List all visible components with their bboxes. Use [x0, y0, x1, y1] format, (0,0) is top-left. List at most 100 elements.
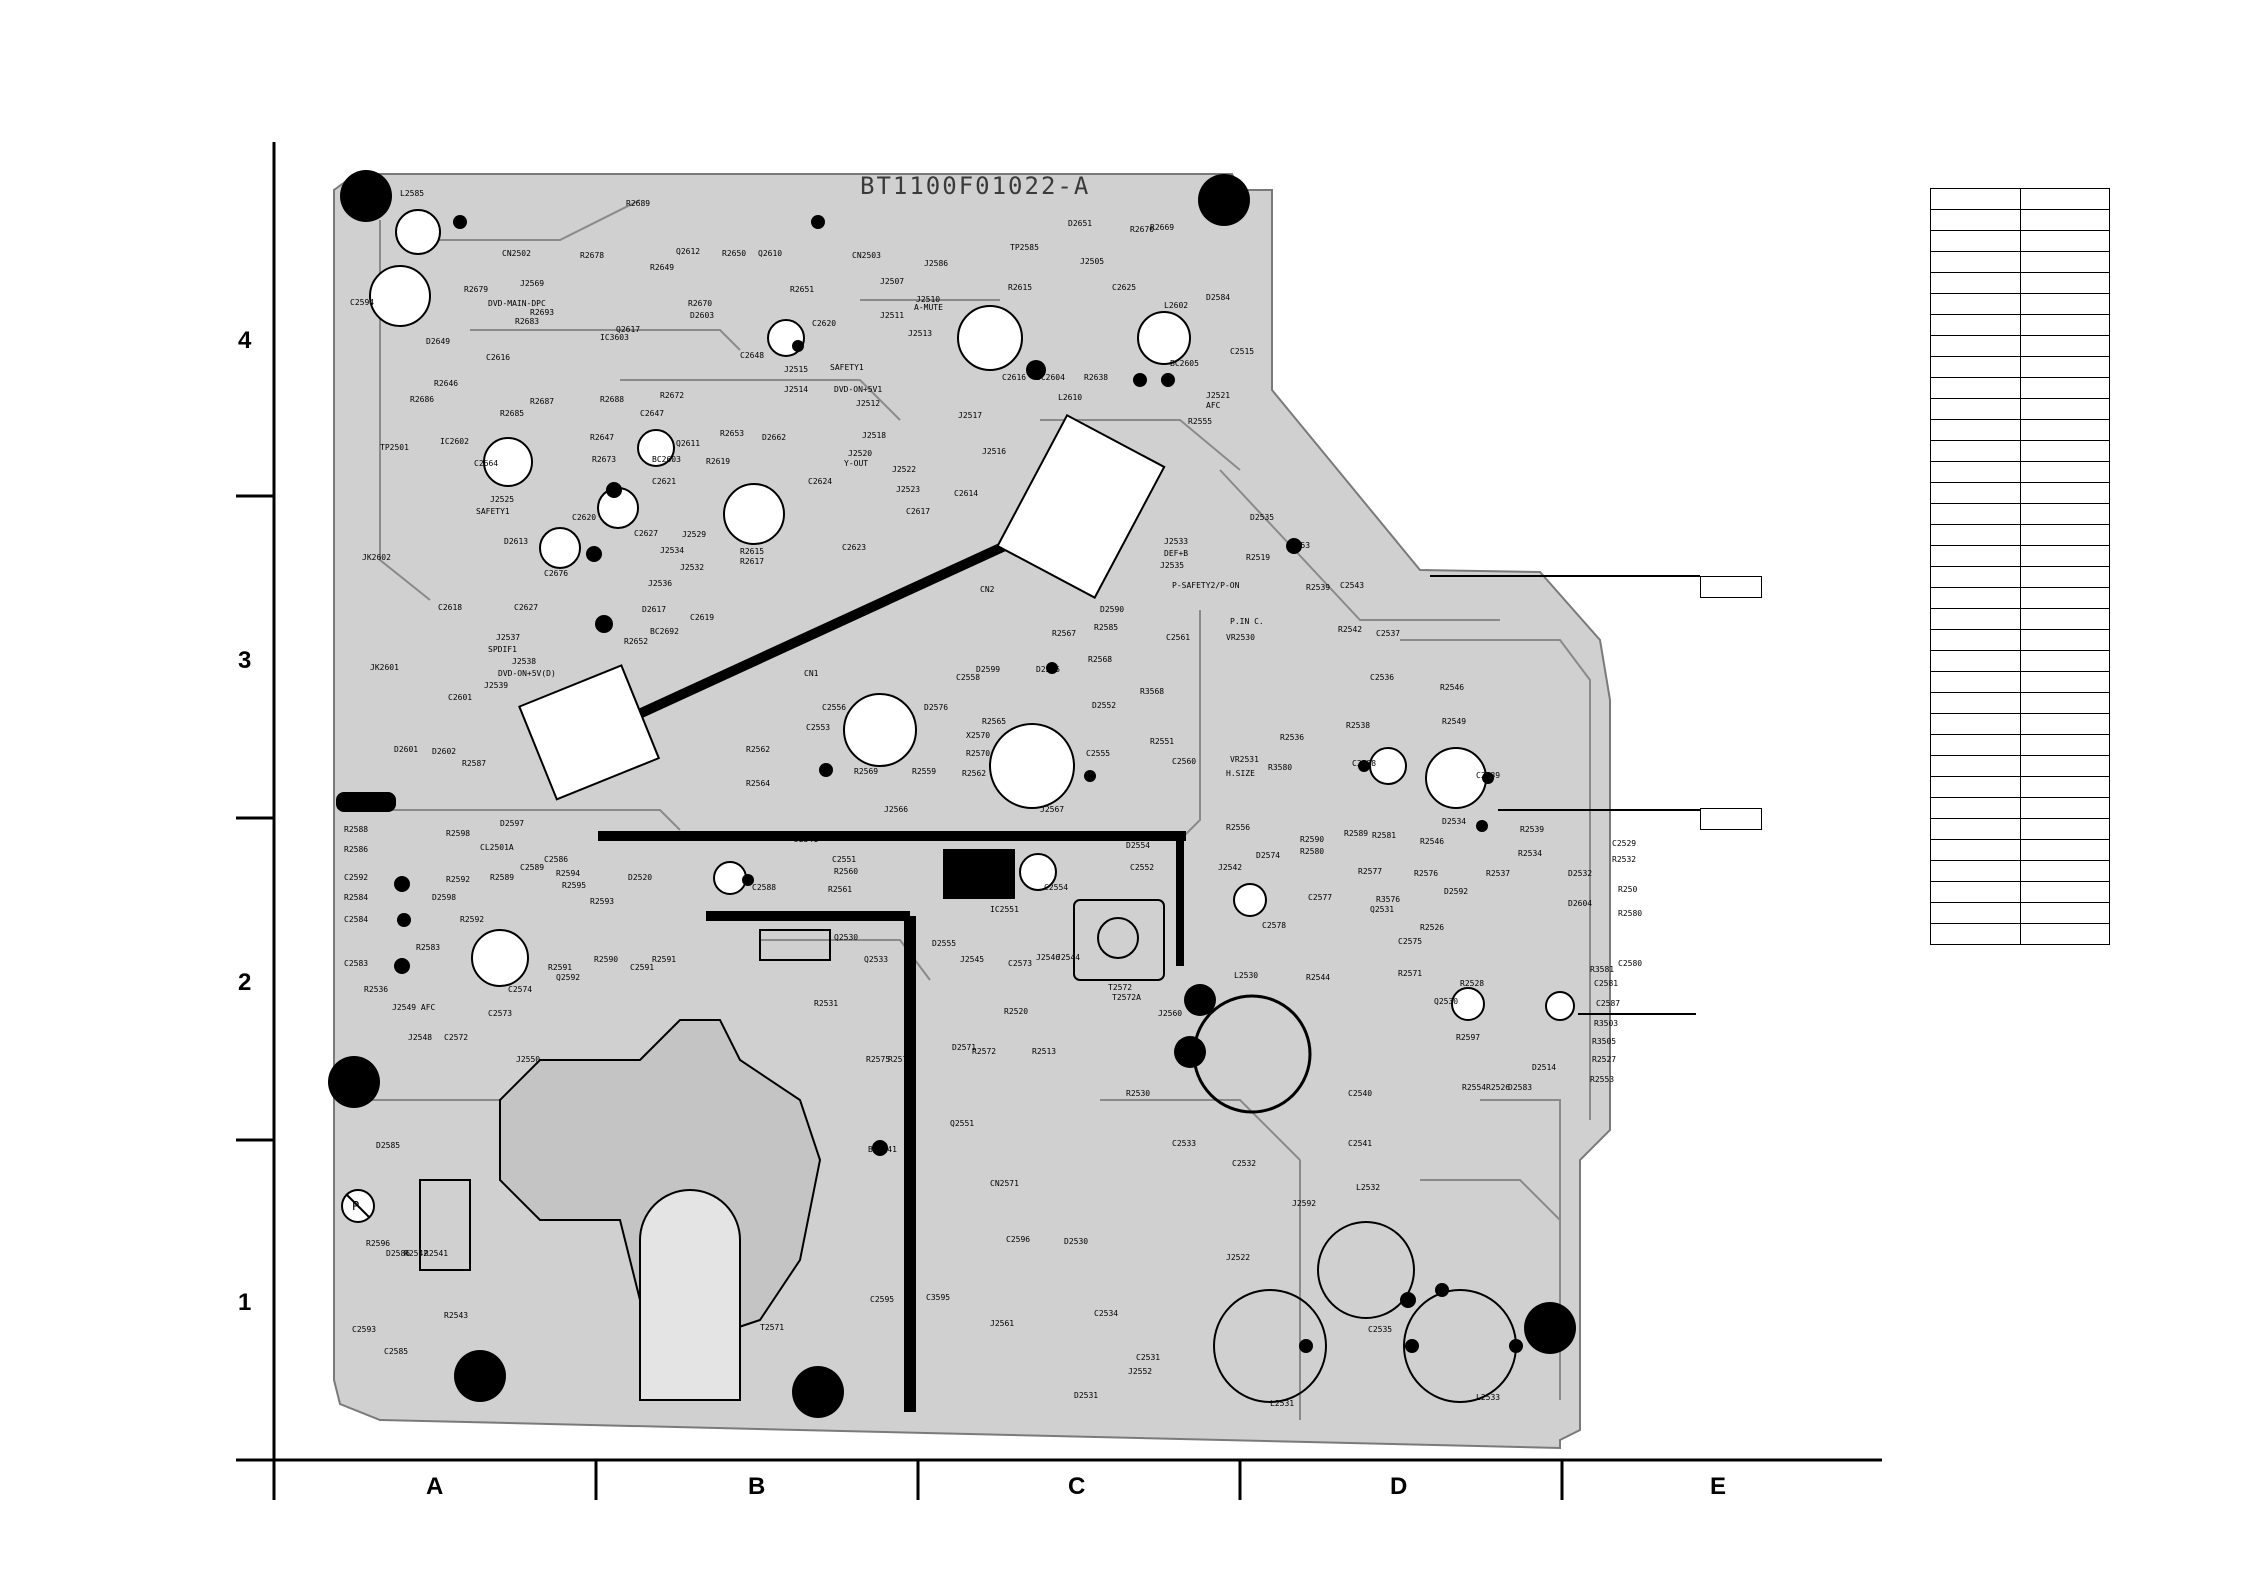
component-label: D2597 [500, 819, 524, 828]
component-label: R2526 [1420, 923, 1444, 932]
table-cell [2019, 776, 2110, 798]
table-cell [1930, 503, 2021, 525]
component-label: C2533 [1172, 1139, 1196, 1148]
component-label: Y-OUT [844, 459, 868, 468]
component-label: C2592 [344, 873, 368, 882]
table-row [1930, 860, 2110, 882]
component-label: DVD-ON+5V(D) [498, 669, 556, 678]
component-label: R2532 [1612, 855, 1636, 864]
component-label: R2574 [888, 1055, 912, 1064]
table-row [1930, 650, 2110, 672]
component-label: R2551 [1150, 737, 1174, 746]
component-label: D2603 [690, 311, 714, 320]
component-label: R2555 [1188, 417, 1212, 426]
component-label: R2683 [515, 317, 539, 326]
component-label: J2523 [896, 485, 920, 494]
component-label: R2520 [1004, 1007, 1028, 1016]
component-label: BC2603 [652, 455, 681, 464]
component-label: R2598 [446, 829, 470, 838]
component-label: R2693 [530, 308, 554, 317]
mounting-holes [328, 170, 1576, 1418]
leader-lines [1430, 575, 1700, 1015]
component-label: R2653 [720, 429, 744, 438]
table-cell [1930, 839, 2021, 861]
component-label: P.IN C. [1230, 617, 1264, 626]
board-id-label: BT1100F01022-A [860, 172, 1090, 200]
component-label: C2623 [842, 543, 866, 552]
component-label: R2615 [740, 547, 764, 556]
component-label: D2649 [426, 337, 450, 346]
pb-free-symbol: P [341, 1189, 375, 1223]
component-label: C2585 [384, 1347, 408, 1356]
component-label: C2627 [634, 529, 658, 538]
table-cell [1930, 440, 2021, 462]
component-label: T2572 [1108, 983, 1132, 992]
component-label: R2581 [1372, 831, 1396, 840]
component-label: R2669 [1150, 223, 1174, 232]
table-cell [1930, 209, 2021, 231]
column-label-d: D [1390, 1473, 1407, 1500]
table-row [1930, 797, 2110, 819]
component-label: R2649 [650, 263, 674, 272]
component-label: R2595 [562, 881, 586, 890]
component-label: D2590 [1100, 605, 1124, 614]
component-label: C2589 [520, 863, 544, 872]
component-label: L2533 [1476, 1393, 1500, 1402]
component-label: D2532 [1568, 869, 1592, 878]
component-label: C2529 [1612, 839, 1636, 848]
table-row [1930, 839, 2110, 861]
component-label: R2536 [1280, 733, 1304, 742]
table-row [1930, 398, 2110, 420]
component-label: C2614 [954, 489, 978, 498]
table-row [1930, 209, 2110, 231]
component-label: R2688 [600, 395, 624, 404]
component-label: R3505 [1592, 1037, 1616, 1046]
table-cell [2019, 566, 2110, 588]
component-label: C2531 [1136, 1353, 1160, 1362]
component-label: D2602 [432, 747, 456, 756]
cn-frame [518, 413, 1166, 801]
component-label: D2514 [1532, 1063, 1556, 1072]
table-cell [1930, 671, 2021, 693]
component-label: D2651 [1068, 219, 1092, 228]
component-label: Q2612 [676, 247, 700, 256]
table-cell [2019, 524, 2110, 546]
component-label: CN2 [980, 585, 995, 594]
pcb-traces [360, 199, 1591, 1420]
component-label: C2593 [352, 1325, 376, 1334]
component-label: J2510 [916, 295, 940, 304]
component-label: R2575 [866, 1055, 890, 1064]
table-cell [2019, 440, 2110, 462]
table-row [1930, 230, 2110, 252]
component-label: R2646 [434, 379, 458, 388]
component-label: CN2502 [502, 249, 531, 258]
table-row [1930, 440, 2110, 462]
component-label: C2594 [350, 298, 374, 307]
table-cell [2019, 482, 2110, 504]
component-label: R2687 [530, 397, 554, 406]
reference-table [1930, 188, 2110, 945]
svg-text:P: P [352, 1199, 359, 1213]
table-cell [2019, 818, 2110, 840]
component-label: J2586 [924, 259, 948, 268]
component-label: C2601 [448, 693, 472, 702]
component-label: CN1 [804, 669, 819, 678]
component-label: R2546 [1420, 837, 1444, 846]
component-label: C2541 [1348, 1139, 1372, 1148]
table-cell [2019, 587, 2110, 609]
component-label: A-MUTE [914, 303, 943, 312]
component-label: R2585 [1094, 623, 1118, 632]
component-label: TP2585 [1010, 243, 1039, 252]
component-label: C3595 [926, 1293, 950, 1302]
table-cell [1930, 251, 2021, 273]
component-label: R2651 [790, 285, 814, 294]
component-label: J2548 [408, 1033, 432, 1042]
component-label: R2591 [548, 963, 572, 972]
table-row [1930, 818, 2110, 840]
component-label: DEF+B [1164, 549, 1188, 558]
component-label: R2619 [706, 457, 730, 466]
component-label: R2584 [344, 893, 368, 902]
component-label: R2538 [1346, 721, 1370, 730]
column-label-c: C [1068, 1473, 1085, 1500]
